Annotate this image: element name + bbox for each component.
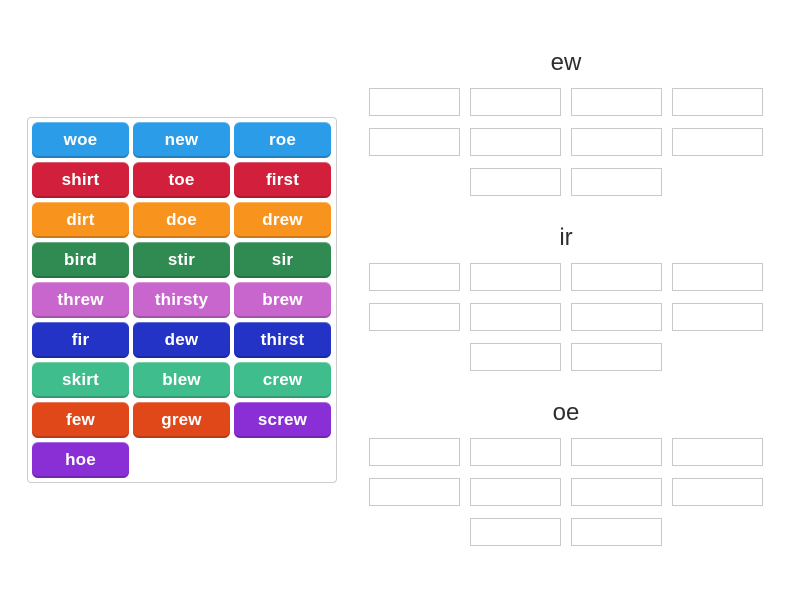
drop-slot-ir[interactable] <box>571 263 662 291</box>
word-tile-shirt[interactable]: shirt <box>32 162 129 198</box>
slot-row <box>367 303 765 331</box>
word-tile-first[interactable]: first <box>234 162 331 198</box>
slot-row <box>367 168 765 196</box>
drop-slot-ew[interactable] <box>672 88 763 116</box>
word-tile-sir[interactable]: sir <box>234 242 331 278</box>
word-tile-screw[interactable]: screw <box>234 402 331 438</box>
word-tile-dew[interactable]: dew <box>133 322 230 358</box>
word-tile-bird[interactable]: bird <box>32 242 129 278</box>
drop-slot-ir[interactable] <box>470 263 561 291</box>
word-tile-grew[interactable]: grew <box>133 402 230 438</box>
drop-slot-ir[interactable] <box>369 303 460 331</box>
slot-row <box>367 518 765 546</box>
drop-slot-ew[interactable] <box>571 88 662 116</box>
drop-slot-oe[interactable] <box>672 438 763 466</box>
drop-slot-oe[interactable] <box>571 518 662 546</box>
group-ew: ew <box>367 46 765 208</box>
drop-slot-ew[interactable] <box>470 128 561 156</box>
word-tile-threw[interactable]: threw <box>32 282 129 318</box>
drop-slot-oe[interactable] <box>369 438 460 466</box>
drop-slot-ew[interactable] <box>369 128 460 156</box>
word-tile-drew[interactable]: drew <box>234 202 331 238</box>
drop-slot-ew[interactable] <box>369 88 460 116</box>
slot-row <box>367 478 765 506</box>
groups-column: ew ir oe <box>367 46 765 571</box>
slot-row <box>367 128 765 156</box>
drop-slot-oe[interactable] <box>470 518 561 546</box>
word-tile-brew[interactable]: brew <box>234 282 331 318</box>
word-tile-dirt[interactable]: dirt <box>32 202 129 238</box>
word-tile-few[interactable]: few <box>32 402 129 438</box>
word-tile-blew[interactable]: blew <box>133 362 230 398</box>
group-ir: ir <box>367 221 765 383</box>
word-tile-crew[interactable]: crew <box>234 362 331 398</box>
word-tile-skirt[interactable]: skirt <box>32 362 129 398</box>
drop-slot-ir[interactable] <box>672 263 763 291</box>
drop-slot-ir[interactable] <box>369 263 460 291</box>
word-tile-doe[interactable]: doe <box>133 202 230 238</box>
drop-slot-ew[interactable] <box>470 168 561 196</box>
word-tile-new[interactable]: new <box>133 122 230 158</box>
drop-slot-ir[interactable] <box>470 343 561 371</box>
drop-slot-oe[interactable] <box>369 478 460 506</box>
group-oe: oe <box>367 396 765 558</box>
slot-row <box>367 88 765 116</box>
slot-row <box>367 343 765 371</box>
word-tile-toe[interactable]: toe <box>133 162 230 198</box>
word-tile-fir[interactable]: fir <box>32 322 129 358</box>
word-tile-thirsty[interactable]: thirsty <box>133 282 230 318</box>
drop-slot-oe[interactable] <box>470 438 561 466</box>
drop-slot-oe[interactable] <box>672 478 763 506</box>
group-title-oe: oe <box>552 399 580 426</box>
drop-slot-ew[interactable] <box>571 168 662 196</box>
group-title-ir: ir <box>559 224 573 251</box>
drop-slot-ew[interactable] <box>470 88 561 116</box>
drop-slot-ir[interactable] <box>571 343 662 371</box>
drop-slot-oe[interactable] <box>470 478 561 506</box>
drop-slot-ir[interactable] <box>470 303 561 331</box>
word-tile-stir[interactable]: stir <box>133 242 230 278</box>
word-tile-woe[interactable]: woe <box>32 122 129 158</box>
drop-slot-oe[interactable] <box>571 478 662 506</box>
word-tile-roe[interactable]: roe <box>234 122 331 158</box>
word-tile-thirst[interactable]: thirst <box>234 322 331 358</box>
slot-row <box>367 438 765 466</box>
drop-slot-ew[interactable] <box>672 128 763 156</box>
drop-slot-ir[interactable] <box>672 303 763 331</box>
group-title-ew: ew <box>550 49 582 76</box>
word-tile-hoe[interactable]: hoe <box>32 442 129 478</box>
drop-slot-oe[interactable] <box>571 438 662 466</box>
drop-slot-ew[interactable] <box>571 128 662 156</box>
slot-row <box>367 263 765 291</box>
drop-slot-ir[interactable] <box>571 303 662 331</box>
